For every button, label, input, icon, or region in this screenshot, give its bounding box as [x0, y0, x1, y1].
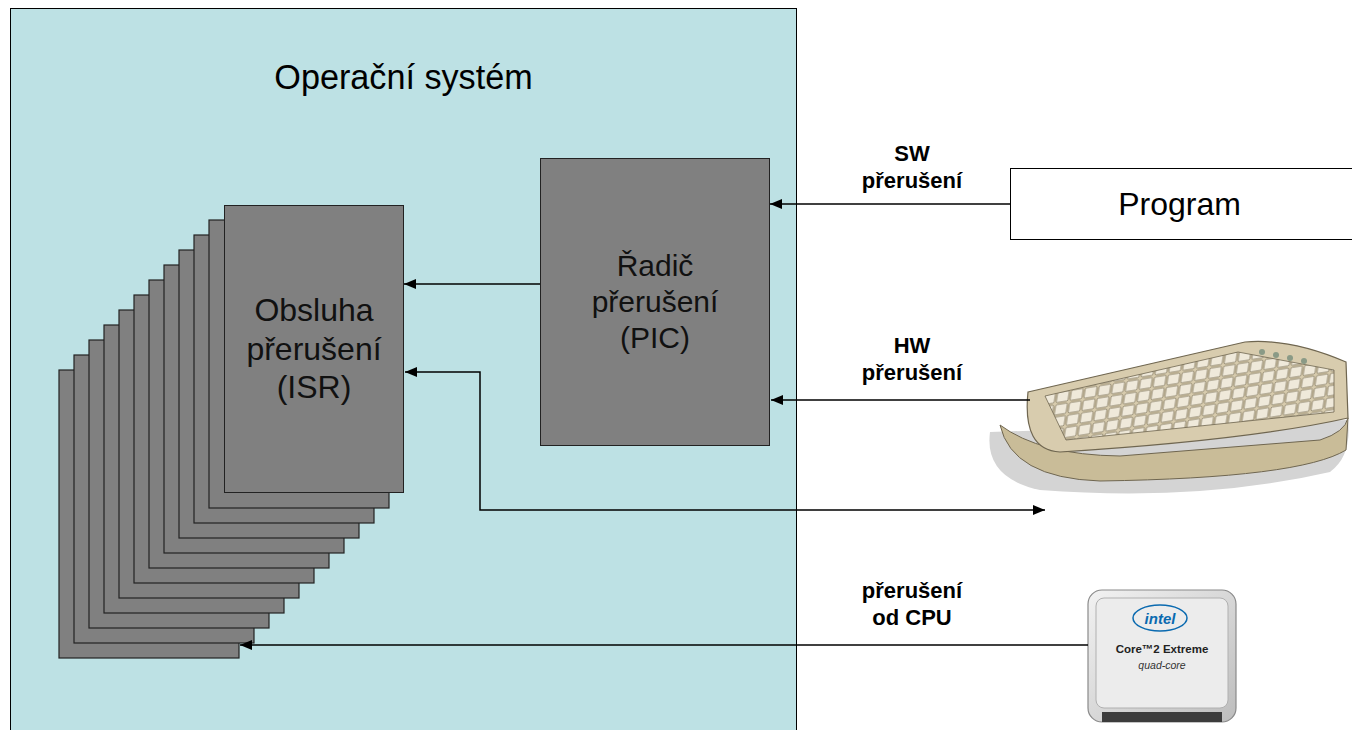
program-box: Program: [1010, 168, 1352, 240]
keyboard-button: [1273, 352, 1279, 358]
os-panel: Operační systémŘadič přerušení (PIC) Obsl…: [10, 8, 797, 730]
keyboard-button: [1287, 355, 1293, 361]
interrupt-controller-box-text: Řadič přerušení (PIC): [577, 248, 733, 356]
interrupt-controller-box: Řadič přerušení (PIC): [540, 158, 770, 446]
os-panel-fill: [10, 8, 797, 730]
cpu-label-plate: [1096, 598, 1228, 708]
connector-arrow: [404, 283, 540, 285]
interrupt-label: přerušení od CPU: [852, 578, 972, 631]
keyboard-keys: [1045, 352, 1334, 440]
isr-box: Obsluha přerušení (ISR): [224, 205, 404, 493]
program-box-text: Program: [1118, 185, 1241, 223]
keyboard-button: [1301, 358, 1307, 364]
cpu-model-text: quad-core: [1138, 659, 1185, 672]
cpu-pins: [1102, 712, 1222, 722]
connector-arrow: [770, 203, 1010, 205]
hw-interrupt-arrow: [771, 399, 1030, 401]
cpu-interrupt-arrow: [240, 644, 1088, 646]
os-panel-text: Operační systém: [11, 57, 796, 98]
keyboard-button: [1259, 349, 1265, 355]
interrupt-label: HW přerušení: [852, 333, 972, 386]
edge-label: SW přerušení: [852, 141, 972, 194]
cpu-illustration: [1088, 590, 1236, 722]
cpu-model-text: Core™2 Extreme: [1116, 643, 1209, 657]
cpu-package: [1088, 590, 1236, 722]
cpu-brand-text: intel: [1145, 610, 1176, 628]
keyboard-body: [1027, 341, 1348, 452]
intel-logo-ring: [1133, 605, 1187, 631]
keyboard-illustration: [989, 341, 1348, 493]
isr-box-text: Obsluha přerušení (ISR): [233, 291, 395, 406]
